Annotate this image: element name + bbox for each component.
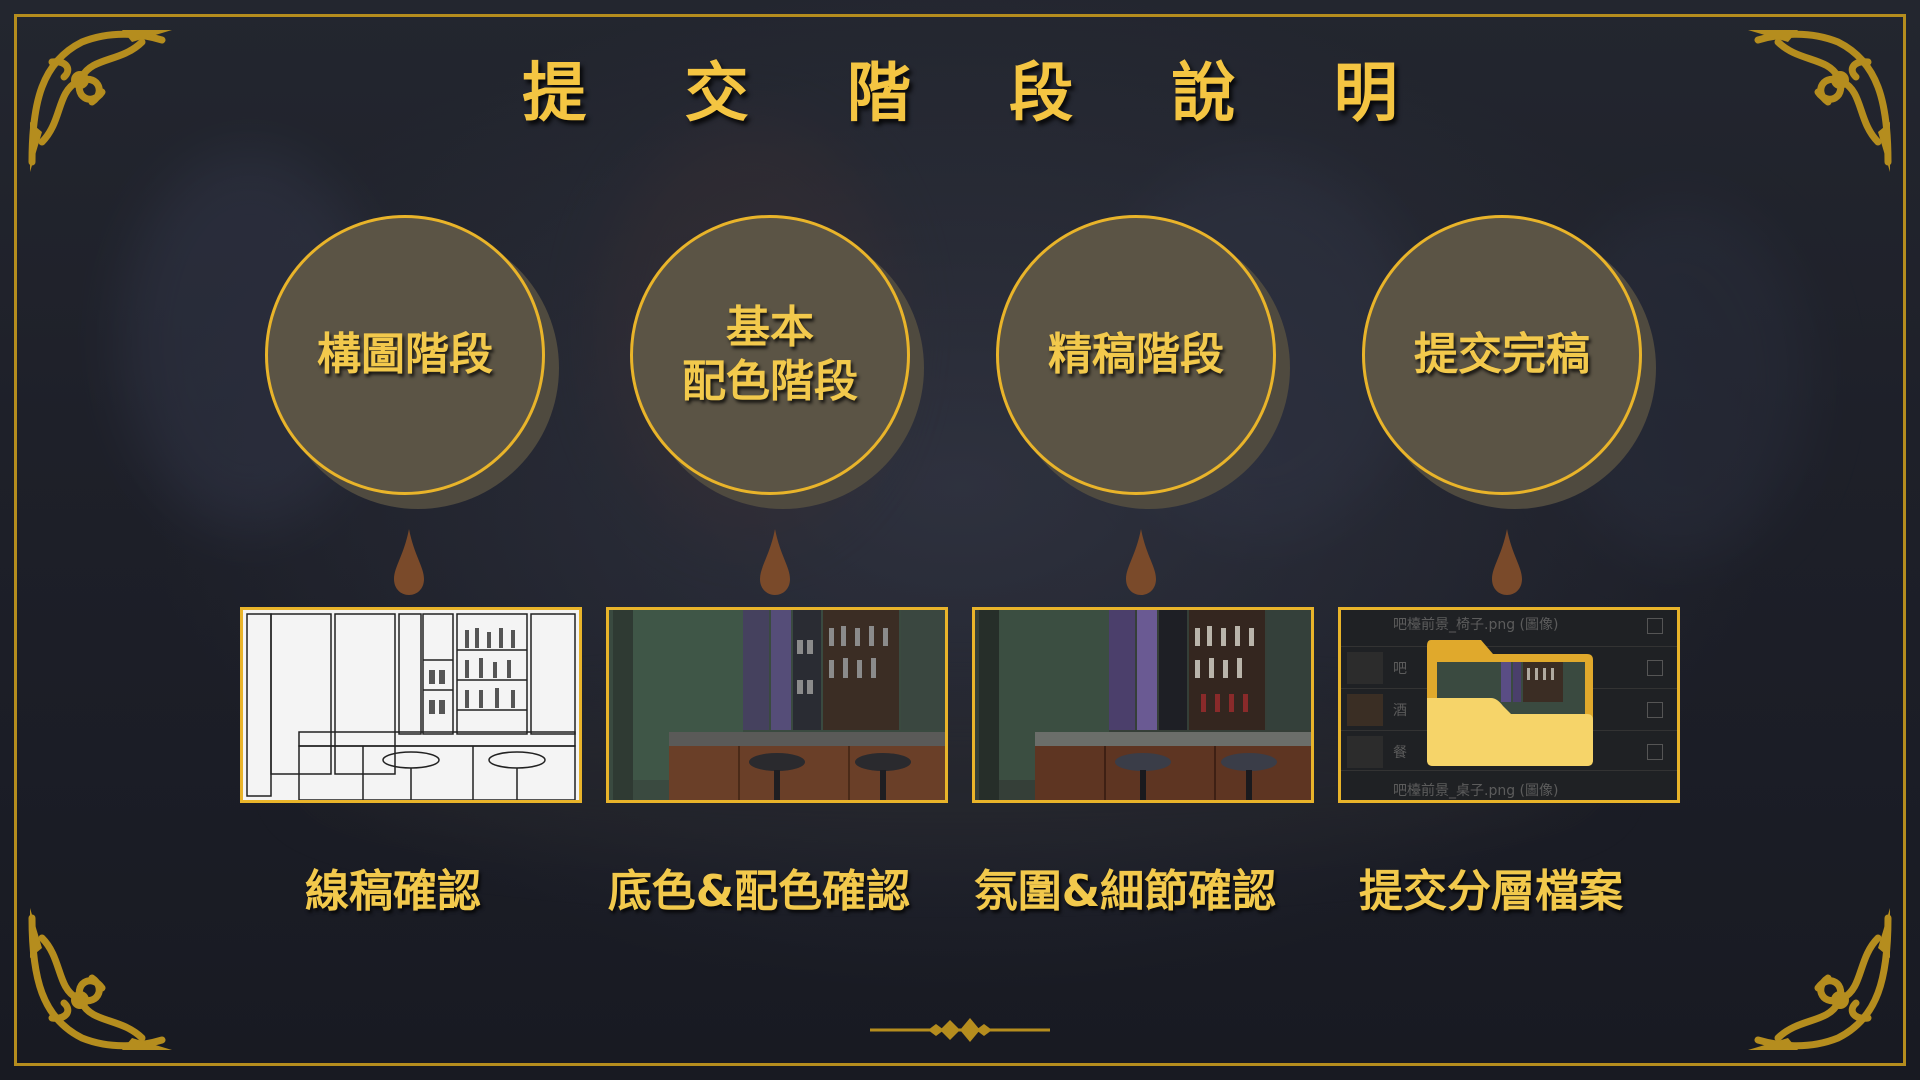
drop-icon — [392, 527, 426, 597]
layer-row: 吧 — [1393, 661, 1407, 677]
stage-caption: 氛圍&細節確認 — [973, 866, 1277, 917]
stage-circle: 基本 配色階段 — [630, 215, 924, 509]
stage-circle-label: 基本 配色階段 — [682, 302, 858, 407]
thumbnail-lineart — [240, 607, 582, 803]
corner-ornament-icon — [22, 908, 172, 1058]
stage-circle: 提交完稿 — [1362, 215, 1656, 509]
divider-ornament-icon — [870, 1010, 1050, 1050]
stage-step-3: 精稿階段 — [952, 215, 1314, 917]
layer-row: 吧檯前景_椅子.png (圖像) — [1393, 617, 1559, 633]
corner-ornament-icon — [22, 22, 172, 172]
stage-step-4: 提交完稿 吧檯前景_椅子.png (圖像) 吧 酒 餐 吧檯前景_桌子.png … — [1318, 215, 1680, 917]
stage-caption: 線稿確認 — [305, 866, 481, 917]
gold-frame-border — [14, 14, 1906, 1066]
stage-caption: 提交分層檔案 — [1359, 866, 1623, 917]
corner-ornament-icon — [1748, 908, 1898, 1058]
layer-row: 餐 — [1393, 745, 1407, 761]
folder-icon — [1427, 640, 1593, 766]
page-title: 提 交 階 段 說 明 — [522, 57, 1436, 131]
stage-step-1: 構圖階段 — [220, 215, 582, 917]
stage-caption: 底色&配色確認 — [607, 866, 911, 917]
stage-circle-label: 提交完稿 — [1414, 329, 1590, 380]
stage-circle: 構圖階段 — [265, 215, 559, 509]
drop-icon — [1490, 527, 1524, 597]
drop-icon — [758, 527, 792, 597]
corner-ornament-icon — [1748, 22, 1898, 172]
stage-circle-label: 構圖階段 — [317, 329, 493, 380]
thumbnail-flat-color — [606, 607, 948, 803]
stage-circle: 精稿階段 — [996, 215, 1290, 509]
thumbnail-layer-files: 吧檯前景_椅子.png (圖像) 吧 酒 餐 吧檯前景_桌子.png (圖像) — [1338, 607, 1680, 803]
drop-icon — [1124, 527, 1158, 597]
layer-row: 吧檯前景_桌子.png (圖像) — [1393, 783, 1559, 799]
layer-row: 酒 — [1393, 703, 1407, 719]
thumbnail-detailed — [972, 607, 1314, 803]
stage-step-2: 基本 配色階段 — [586, 215, 948, 917]
stage-circle-label: 精稿階段 — [1048, 329, 1224, 380]
